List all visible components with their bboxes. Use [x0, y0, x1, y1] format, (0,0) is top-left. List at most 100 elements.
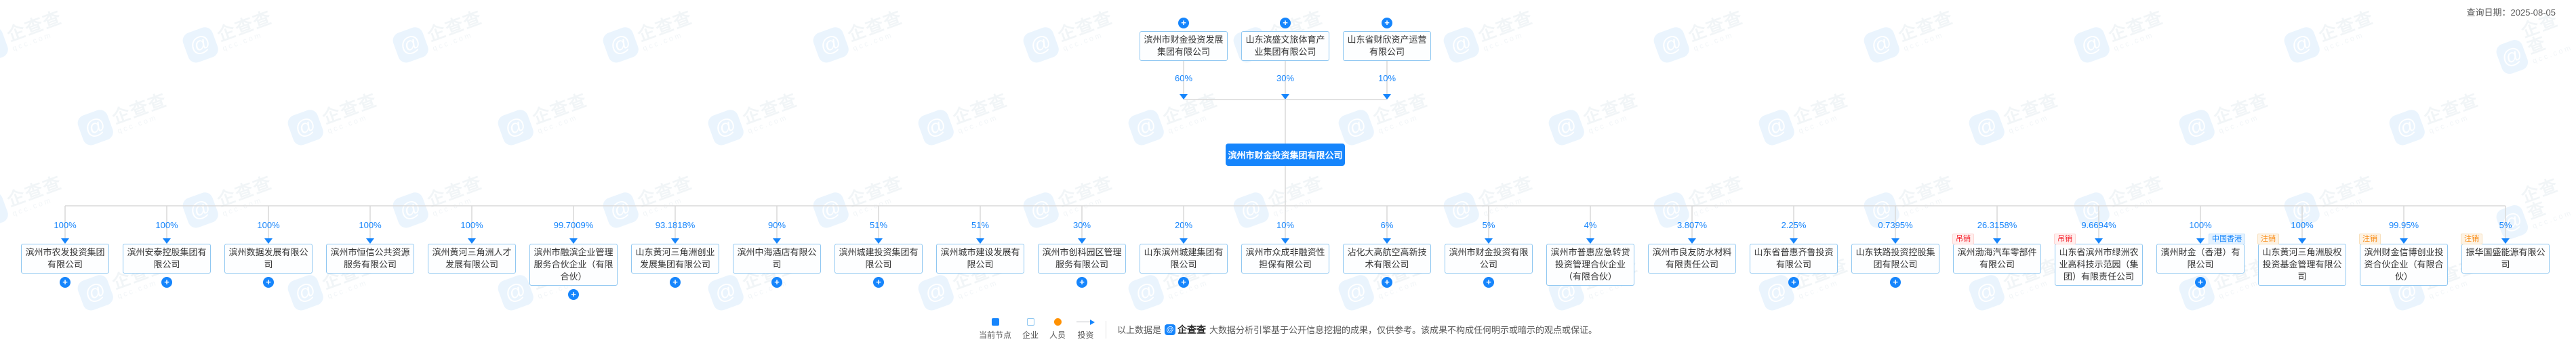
expand-icon[interactable]: +	[1788, 277, 1799, 288]
child-company-node[interactable]: 山东滨州城建集团有限公司	[1140, 244, 1228, 274]
child-company-node[interactable]: 滨州城建投资集团有限公司	[834, 244, 923, 274]
child-company-node[interactable]: 山东黄河三角洲创业发展集团有限公司	[631, 244, 719, 274]
expand-icon[interactable]: +	[1076, 277, 1087, 288]
child-company-node[interactable]: 山东省普惠齐鲁投资有限公司	[1750, 244, 1838, 274]
qcc-watermark-icon: @	[390, 24, 431, 65]
legend-item-investment: 投资	[1076, 318, 1095, 341]
region-badge: 中国香港	[2209, 234, 2245, 244]
child-company-node[interactable]: 滨州财金信博创业投资合伙企业（有限合伙）	[2360, 244, 2448, 286]
child-company-node[interactable]: 滨州市农发投资集团有限公司	[21, 244, 109, 274]
ownership-percent: 51%	[971, 220, 990, 230]
qcc-watermark-icon: @	[1126, 107, 1167, 148]
expand-icon[interactable]: +	[2195, 277, 2206, 288]
child-company-node[interactable]: 滨州市恒信公共资源服务有限公司	[326, 244, 414, 274]
child-company-node[interactable]: 山东铁路投资控股集团有限公司	[1851, 244, 1939, 274]
child-company-node[interactable]: 滨州市良友防水材料有限责任公司	[1648, 244, 1736, 274]
child-company-node[interactable]: 滨州黄河三角洲人才发展有限公司	[428, 244, 516, 274]
status-badge: 注销	[2461, 234, 2482, 244]
qcc-watermark-icon: @	[1441, 190, 1482, 230]
ownership-percent: 0.7395%	[1878, 220, 1913, 230]
ownership-percent: 100%	[2189, 220, 2212, 230]
qcc-logo: @ 企查查	[1165, 323, 1206, 336]
query-date: 查询日期：2025-08-05	[2466, 7, 2556, 18]
child-company-node[interactable]: 滨州渤海汽车零部件有限公司	[1953, 244, 2041, 274]
expand-icon[interactable]: +	[1382, 18, 1392, 28]
qcc-logo-icon: @	[1165, 324, 1176, 335]
expand-icon[interactable]: +	[1178, 277, 1189, 288]
qcc-watermark-icon: @	[1441, 24, 1482, 65]
child-company-node[interactable]: 滨州数据发展有限公司	[224, 244, 313, 274]
child-company-node[interactable]: 滨州市普惠应急转贷投资管理合伙企业（有限合伙）	[1546, 244, 1634, 286]
ownership-percent: 100%	[359, 220, 382, 230]
ownership-percent: 20%	[1174, 220, 1193, 230]
qcc-watermark-icon: @	[2494, 37, 2531, 77]
parent-company-node[interactable]: 山东省财欣资产运营有限公司	[1343, 31, 1431, 61]
child-company-node[interactable]: 沾化大高航空高新技术有限公司	[1343, 244, 1431, 274]
child-company-node[interactable]: 滨州市创科园区管理服务有限公司	[1038, 244, 1126, 274]
ownership-percent: 6%	[1380, 220, 1394, 230]
child-company-node[interactable]: 滨州市众成非融资性担保有限公司	[1241, 244, 1329, 274]
status-badge: 吊销	[1952, 234, 1974, 244]
expand-icon[interactable]: +	[771, 277, 782, 288]
ownership-percent: 10%	[1377, 73, 1396, 83]
expand-icon[interactable]: +	[1483, 277, 1494, 288]
expand-icon[interactable]: +	[1890, 277, 1901, 288]
expand-icon[interactable]: +	[1178, 18, 1189, 28]
qcc-watermark-icon: @	[285, 107, 326, 148]
status-badge: 注销	[2257, 234, 2279, 244]
expand-icon[interactable]: +	[670, 277, 681, 288]
child-company-node[interactable]: 滨州城市建设发展有限公司	[936, 244, 1024, 274]
qcc-watermark-icon: @	[1967, 272, 2007, 313]
child-company-node[interactable]: 滨州市融滨企业管理服务合伙企业（有限合伙）	[529, 244, 618, 286]
expand-icon[interactable]: +	[873, 277, 884, 288]
expand-icon[interactable]: +	[568, 289, 579, 300]
qcc-watermark-icon: @	[916, 107, 957, 148]
child-company-node[interactable]: 滨州市财金投资有限公司	[1445, 244, 1533, 274]
expand-icon[interactable]: +	[263, 277, 274, 288]
qcc-watermark-icon: @	[2177, 107, 2217, 148]
ownership-percent: 99.95%	[2388, 220, 2419, 230]
ownership-percent: 30%	[1072, 220, 1091, 230]
ownership-percent: 60%	[1174, 73, 1193, 83]
root-company-node[interactable]: 滨州市财金投资集团有限公司	[1226, 144, 1345, 166]
child-company-node[interactable]: 山东黄河三角洲股权投资基金管理有限公司	[2258, 244, 2346, 286]
qcc-watermark-icon: @	[75, 107, 116, 148]
person-icon	[1053, 318, 1062, 326]
qcc-watermark-icon: @	[2282, 24, 2322, 65]
child-company-node[interactable]: 滨州安泰控股集团有限公司	[123, 244, 211, 274]
qcc-watermark-icon: @	[1756, 107, 1797, 148]
expand-icon[interactable]: +	[1280, 18, 1291, 28]
ownership-percent: 99.7009%	[553, 220, 594, 230]
child-company-node[interactable]: 濱州財金（香港）有限公司	[2156, 244, 2245, 274]
legend-item-company: 企业	[1022, 318, 1039, 341]
parent-company-node[interactable]: 山东滨盛文旅体育产业集团有限公司	[1241, 31, 1329, 61]
expand-icon[interactable]: +	[161, 277, 172, 288]
child-company-node[interactable]: 滨州中海酒店有限公司	[733, 244, 821, 274]
qcc-watermark-icon: @	[496, 107, 536, 148]
investment-arrow-icon	[1076, 318, 1095, 326]
child-company-node[interactable]: 振华国盛能源有限公司	[2461, 244, 2550, 274]
qcc-watermark-icon: @	[706, 107, 746, 148]
qcc-watermark-icon: @	[1967, 107, 2007, 148]
ownership-percent: 3.807%	[1676, 220, 1708, 230]
parent-company-node[interactable]: 滨州市财金投资发展集团有限公司	[1140, 31, 1228, 61]
child-company-node[interactable]: 山东省滨州市绿洲农业高科技示范园（集团）有限责任公司	[2055, 244, 2143, 286]
expand-icon[interactable]: +	[60, 277, 71, 288]
qcc-watermark-icon: @	[601, 24, 641, 65]
qcc-watermark-icon: @	[1021, 190, 1062, 230]
expand-icon[interactable]: +	[1382, 277, 1392, 288]
